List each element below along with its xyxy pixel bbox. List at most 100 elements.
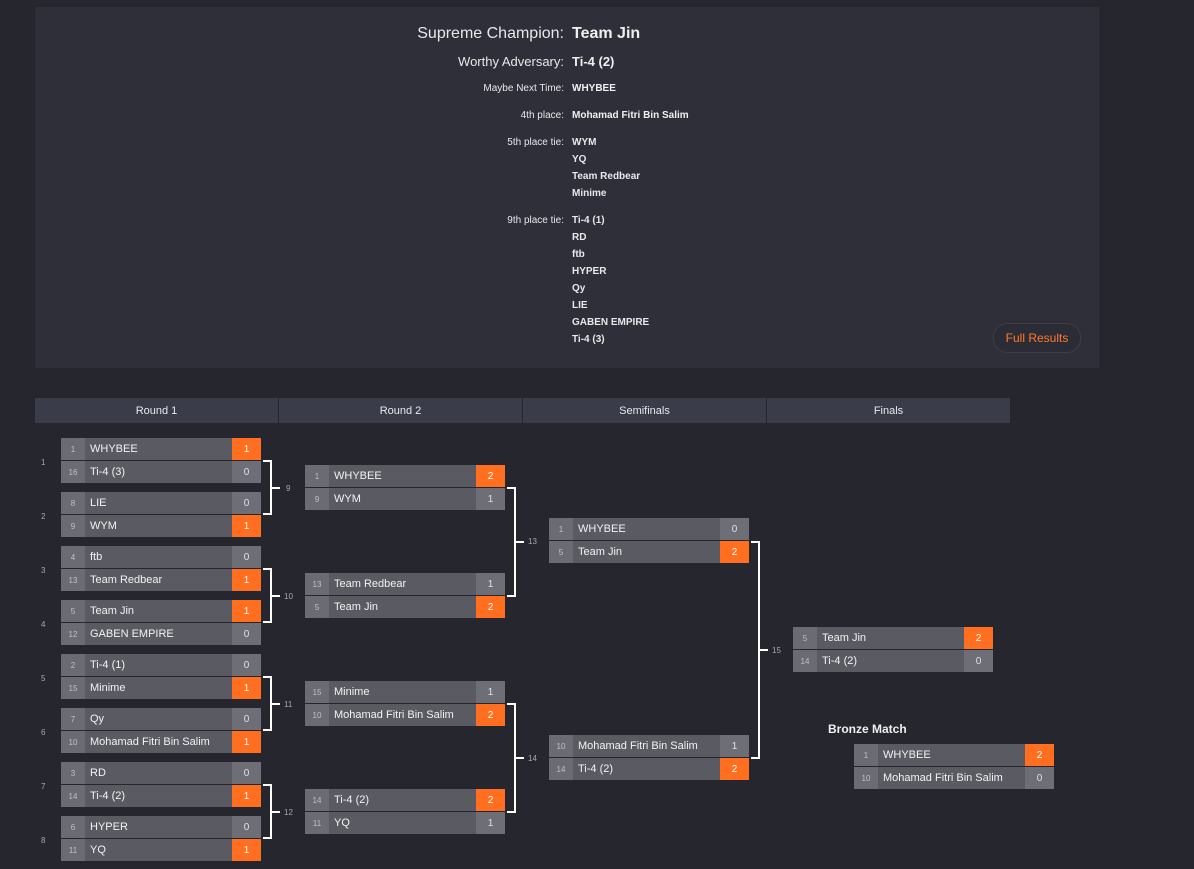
team-name: Mohamad Fitri Bin Salim [334,709,454,721]
score: 0 [232,492,261,514]
fifth-place-item: YQ [572,154,587,165]
seed-number: 14 [305,789,329,811]
score: 1 [720,735,749,757]
match-number: 4 [41,620,46,629]
ninth-place-item: Ti-4 (1) [572,215,605,226]
score: 0 [232,623,261,645]
seed-number: 8 [61,492,85,514]
fifth-place-item: Minime [572,188,607,199]
full-results-button[interactable]: Full Results [993,323,1081,353]
seed-number: 4 [61,546,85,568]
winning-score: 1 [232,785,261,807]
winning-score: 2 [476,704,505,726]
match-number: 1 [41,458,46,467]
score: 1 [476,681,505,703]
team-name: WHYBEE [90,443,138,455]
match-number: 5 [41,674,46,683]
match-number: 12 [284,808,293,817]
team-name: Mohamad Fitri Bin Salim [90,736,210,748]
seed-number: 15 [305,681,329,703]
team-name: Ti-4 (2) [334,794,370,806]
ninth-place-item: GABEN EMPIRE [572,317,650,328]
team-name: Ti-4 (3) [90,466,126,478]
seed-number: 1 [549,518,573,540]
seed-number: 10 [854,767,878,789]
score: 0 [720,518,749,540]
ninth-place-item: HYPER [572,266,607,277]
seed-number: 13 [305,573,329,595]
team-name: Minime [90,682,126,694]
match-number: 11 [284,700,293,709]
third-place-value: WHYBEE [572,83,616,94]
match-number: 9 [286,484,291,493]
third-place-label: Maybe Next Time: [483,83,564,94]
team-name: Team Jin [334,601,379,613]
team-name: WHYBEE [883,749,931,761]
champion-value: Team Jin [572,25,641,42]
ninth-place-item: LIE [572,300,588,311]
team-name: RD [90,767,106,779]
team-name: ftb [90,551,103,563]
score: 1 [476,812,505,834]
team-name: Ti-4 (2) [90,790,126,802]
team-name: Qy [90,713,105,725]
team-name: WYM [334,493,361,505]
seed-number: 9 [61,515,85,537]
match-number: 15 [772,646,781,655]
match-number: 13 [528,537,537,546]
seed-number: 12 [61,623,85,645]
ninth-place-label: 9th place tie: [507,215,564,226]
team-name: Team Jin [578,546,623,558]
team-name: Team Jin [90,605,135,617]
ninth-place-item: ftb [572,249,585,260]
